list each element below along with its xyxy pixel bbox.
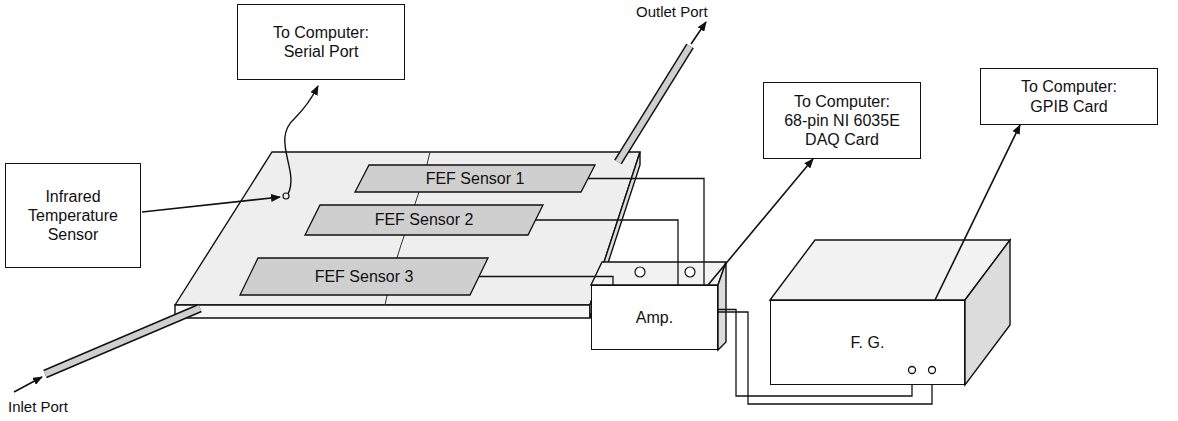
fg-terminal — [909, 367, 916, 374]
amplifier-box: Amp. — [591, 285, 718, 350]
node-text: 68-pin NI 6035E DAQ Card — [776, 111, 908, 149]
data-cable — [935, 125, 1020, 300]
sensor-shape — [240, 258, 488, 295]
computer-port-box: To Computer:Serial Port — [237, 4, 405, 80]
amp-knob — [685, 267, 695, 277]
flow-plate-front — [175, 305, 590, 318]
computer-port-box: To Computer:GPIB Card — [980, 68, 1158, 125]
node-text: Serial Port — [284, 42, 359, 61]
node-text: To Computer: — [794, 92, 890, 111]
node-text: To Computer: — [273, 23, 369, 42]
inlet-tube — [45, 308, 200, 374]
signal-wire — [535, 220, 679, 285]
fef-sensor: FEF Sensor 3 — [240, 258, 488, 295]
fef-sensor: FEF Sensor 1 — [355, 165, 595, 192]
node-text: FEF Sensor 2 — [375, 210, 474, 229]
signal-wire — [478, 277, 613, 286]
flow-plate-top — [175, 152, 640, 305]
outlet-arrow — [691, 22, 706, 44]
ir-leader-arrow — [142, 197, 280, 212]
outlet-tube — [618, 46, 690, 162]
sensor-shape — [355, 165, 595, 192]
amp-side-face — [718, 262, 726, 350]
node-text: Infrared Temperature Sensor — [12, 187, 134, 245]
node-text: FEF Sensor 3 — [315, 267, 414, 286]
inlet-tube-bore — [45, 308, 200, 374]
inlet-arrow — [14, 377, 42, 392]
computer-port-box: To Computer:68-pin NI 6035E DAQ Card — [763, 82, 921, 159]
sensor-shape — [305, 205, 543, 235]
fg-terminal — [929, 367, 936, 374]
outlet-tube-bore — [618, 46, 690, 162]
node-text: GPIB Card — [1030, 97, 1107, 116]
amp-knob — [635, 267, 645, 277]
amp-top-face — [591, 262, 726, 285]
sensor-callout-box: Infrared Temperature Sensor — [5, 163, 141, 268]
port-label: Inlet Port — [8, 398, 68, 415]
node-text: To Computer: — [1021, 77, 1117, 96]
data-cable — [708, 159, 813, 285]
fef-sensor: FEF Sensor 2 — [305, 205, 543, 235]
node-text: F. G. — [851, 333, 885, 352]
function-generator-box: F. G. — [770, 300, 965, 385]
node-text: Amp. — [636, 308, 673, 327]
node-text: FEF Sensor 1 — [426, 169, 525, 188]
port-label: Outlet Port — [636, 3, 708, 20]
fg-side-face — [965, 240, 1010, 385]
serial-cable — [285, 86, 318, 194]
signal-wire — [587, 179, 704, 286]
